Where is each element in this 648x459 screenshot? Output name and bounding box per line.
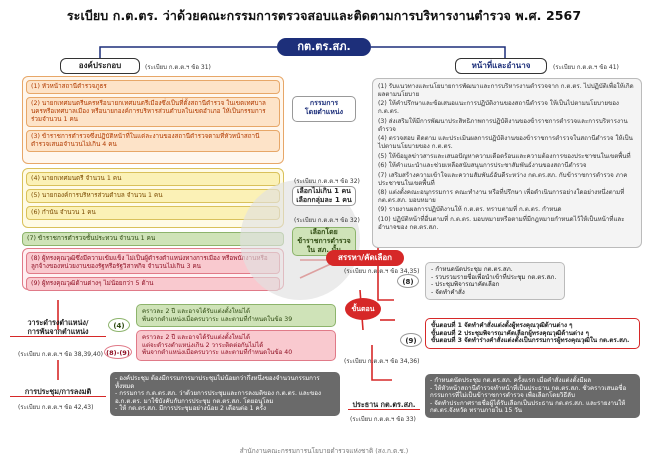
recruit8-ref: (ระเบียบ ก.ต.ต.ฯ ข้อ 34,35) — [344, 268, 420, 275]
steps-badge: ขั้นตอน — [345, 298, 381, 320]
vote-ref: (ระเบียบ ก.ต.ต.ฯ ข้อ 32) — [294, 178, 360, 185]
chair-item-1: - กำหนดนัดประชุม กต.ตร.สภ. ครั้งแรก เมื่… — [430, 377, 592, 384]
chair-item-3: - จัดทำประกาศรายชื่อผู้ได้รับเลือกเป็นปร… — [430, 399, 626, 415]
meeting-item-3: - ให้ กต.ตร.สภ. มีการประชุมอย่างน้อย 2 เ… — [115, 405, 267, 413]
recruit9-num: (9) — [400, 333, 422, 347]
vote-label: เลือกไม่เกิน 1 คน เลือกกลุ่มละ 1 คน — [292, 186, 356, 206]
composition-item-5: (5) นายกองค์การบริหารส่วนตำบล จำนวน 1 คน — [26, 189, 280, 203]
composition-item-1: (1) หัวหน้าสถานีตำรวจภูธร — [26, 80, 280, 94]
recruit8-step-1: - กำหนดนัดประชุม กต.ตร.สภ. — [431, 266, 513, 273]
recruit9-list: ขั้นตอนที่ 1 จัดทำคำสั่งแต่งตั้งผู้ทรงคุ… — [425, 318, 640, 349]
meeting-list: - องค์ประชุม ต้องมีกรรมการมาประชุมไม่น้อ… — [110, 372, 340, 416]
composition-panel-a: (1) หัวหน้าสถานีตำรวจภูธร (2) นายกเทศมนต… — [22, 76, 284, 164]
duty-1: (1) รับแนวทางและนโยบายการพัฒนาและการบริห… — [378, 83, 634, 98]
duty-6: (6) ให้คำแนะนำและช่วยเหลือสนับสนุนการประ… — [378, 162, 587, 170]
recruit-label: สรรหา/คัดเลือก — [338, 253, 392, 262]
composition-panel-b: (4) นายกเทศมนตรี จำนวน 1 คน (5) นายกองค์… — [22, 168, 284, 228]
term-a-num: (4) — [108, 318, 130, 332]
recruit-badge: สรรหา/คัดเลือก — [326, 250, 404, 266]
composition-item-8: (8) ผู้ทรงคุณวุฒิซึ่งมีความเข้มแข็ง ไม่เ… — [26, 252, 280, 274]
recruit9-step-3: ขั้นตอนที่ 3 จัดทำร่างคำสั่งแต่งตั้งเป็น… — [431, 337, 630, 345]
chair-ref: (ระเบียบ ก.ต.ต.ฯ ข้อ 33) — [350, 416, 416, 423]
meeting-item-2: - กรรมการ ก.ต.ตร.สภ. ว่าด้วยการประชุมและ… — [115, 390, 321, 405]
composition-item-9: (9) ผู้ทรงคุณวุฒิด้านต่างๆ ไม่น้อยกว่า 5… — [26, 277, 280, 291]
recruit8-num: (8) — [397, 274, 419, 288]
footer-credit: สำนักงานคณะกรรมการนโยบายตำรวจแห่งชาติ (ส… — [239, 447, 409, 455]
composition-panel-c: (8) ผู้ทรงคุณวุฒิซึ่งมีความเข้มแข็ง ไม่เ… — [22, 248, 284, 291]
term-b-text: คราวละ 2 ปี และอาจได้รับแต่งตั้งใหม่ได้ … — [136, 330, 336, 361]
recruit8-step-3: - ประชุมพิจารณาคัดเลือก — [431, 281, 500, 289]
duty-3: (3) ส่งเสริมให้มีการพัฒนาประสิทธิภาพการป… — [378, 117, 628, 133]
composition-item-2: (2) นายกเทศมนตรีนครหรือนายกเทศมนตรีเมือง… — [26, 97, 280, 127]
recruit9-step-1: ขั้นตอนที่ 1 จัดทำคำสั่งแต่งตั้งผู้ทรงคุ… — [431, 322, 573, 329]
hub-badge: กต.ตร.สภ. — [277, 38, 371, 56]
duty-2: (2) ให้คำปรึกษาและข้อเสนอแนะการปฏิบัติงา… — [378, 100, 619, 116]
chair-label: ประธาน กต.ตร.สภ. — [348, 400, 420, 410]
term-label: วาระดำรงตำแหน่ง/ การพ้นจากตำแหน่ง — [10, 318, 106, 337]
meeting-ref: (ระเบียบ ก.ต.ต.ฯ ข้อ 42,43) — [18, 404, 94, 411]
choose-ref: (ระเบียบ ก.ต.ต.ฯ ข้อ 32) — [294, 217, 360, 224]
page-title: ระเบียบ ก.ต.ตร. ว่าด้วยคณะกรรมการตรวจสอบ… — [66, 8, 582, 23]
chair-list: - กำหนดนัดประชุม กต.ตร.สภ. ครั้งแรก เมื่… — [425, 374, 640, 418]
composition-header: องค์ประกอบ — [60, 58, 140, 74]
recruit8-list: - กำหนดนัดประชุม กต.ตร.สภ. - รวบรวมรายชื… — [425, 262, 565, 301]
composition-item-3: (3) ข้าราชการตำรวจซึ่งปฏิบัติหน้าที่ในแต… — [26, 130, 280, 152]
recruit9-step-2: ขั้นตอนที่ 2 ประชุมพิจารณาคัดเลือกผู้ทรง… — [431, 329, 589, 337]
term-a-text: คราวละ 2 ปี และอาจได้รับแต่งตั้งใหม่ได้ … — [136, 304, 336, 328]
duty-10: (10) ปฏิบัติหน้าที่อื่นตามที่ ก.ต.ตร. มอ… — [378, 215, 625, 231]
term-ref: (ระเบียบ ก.ต.ต.ฯ ข้อ 38,39,40) — [18, 351, 103, 358]
committee-label: กรรมการ โดยตำแหน่ง — [292, 96, 356, 122]
duty-8: (8) แต่งตั้งคณะอนุกรรมการ คณะทำงาน หรือท… — [378, 189, 625, 204]
recruit8-step-4: - จัดทำคำสั่ง — [431, 288, 465, 296]
meeting-item-1: - องค์ประชุม ต้องมีกรรมการมาประชุมไม่น้อ… — [115, 375, 320, 390]
duties-list: (1) รับแนวทางและนโยบายการพัฒนาและการบริห… — [372, 78, 642, 248]
steps-label: ขั้นตอน — [351, 305, 375, 313]
duties-header: หน้าที่และอำนาจ — [455, 58, 547, 74]
chair-item-2: - ให้หัวหน้าสถานีตำรวจทำหน้าที่เป็นประธา… — [430, 384, 627, 400]
duty-5: (5) ให้ข้อมูลข่าวสารและเสนอปัญหาความเดือ… — [378, 152, 631, 160]
meeting-label: การประชุม/การลงมติ — [10, 387, 106, 397]
duty-7: (7) เสริมสร้างความเข้าใจและความสัมพันธ์อ… — [378, 171, 628, 187]
composition-item-6: (6) กำนัน จำนวน 1 คน — [26, 206, 280, 220]
recruit9-ref: (ระเบียบ ก.ต.ต.ฯ ข้อ 34,36) — [344, 358, 420, 365]
duties-ref: (ระเบียบ ก.ต.ต.ฯ ข้อ 41) — [553, 64, 619, 71]
recruit8-step-2: - รวบรวมรายชื่อเพื่อนำเข้าที่ประชุม กต.ต… — [431, 273, 557, 281]
term-b-num: (8)-(9) — [104, 345, 132, 359]
composition-ref: (ระเบียบ ก.ต.ต.ฯ ข้อ 31) — [145, 64, 211, 71]
composition-item-4: (4) นายกเทศมนตรี จำนวน 1 คน — [26, 172, 280, 186]
duty-9: (9) รายงานผลการปฏิบัติงานให้ ก.ต.ตร. ทรา… — [378, 206, 562, 214]
duty-4: (4) ตรวจสอบ ติดตาม และประเมินผลการปฏิบัต… — [378, 135, 633, 151]
